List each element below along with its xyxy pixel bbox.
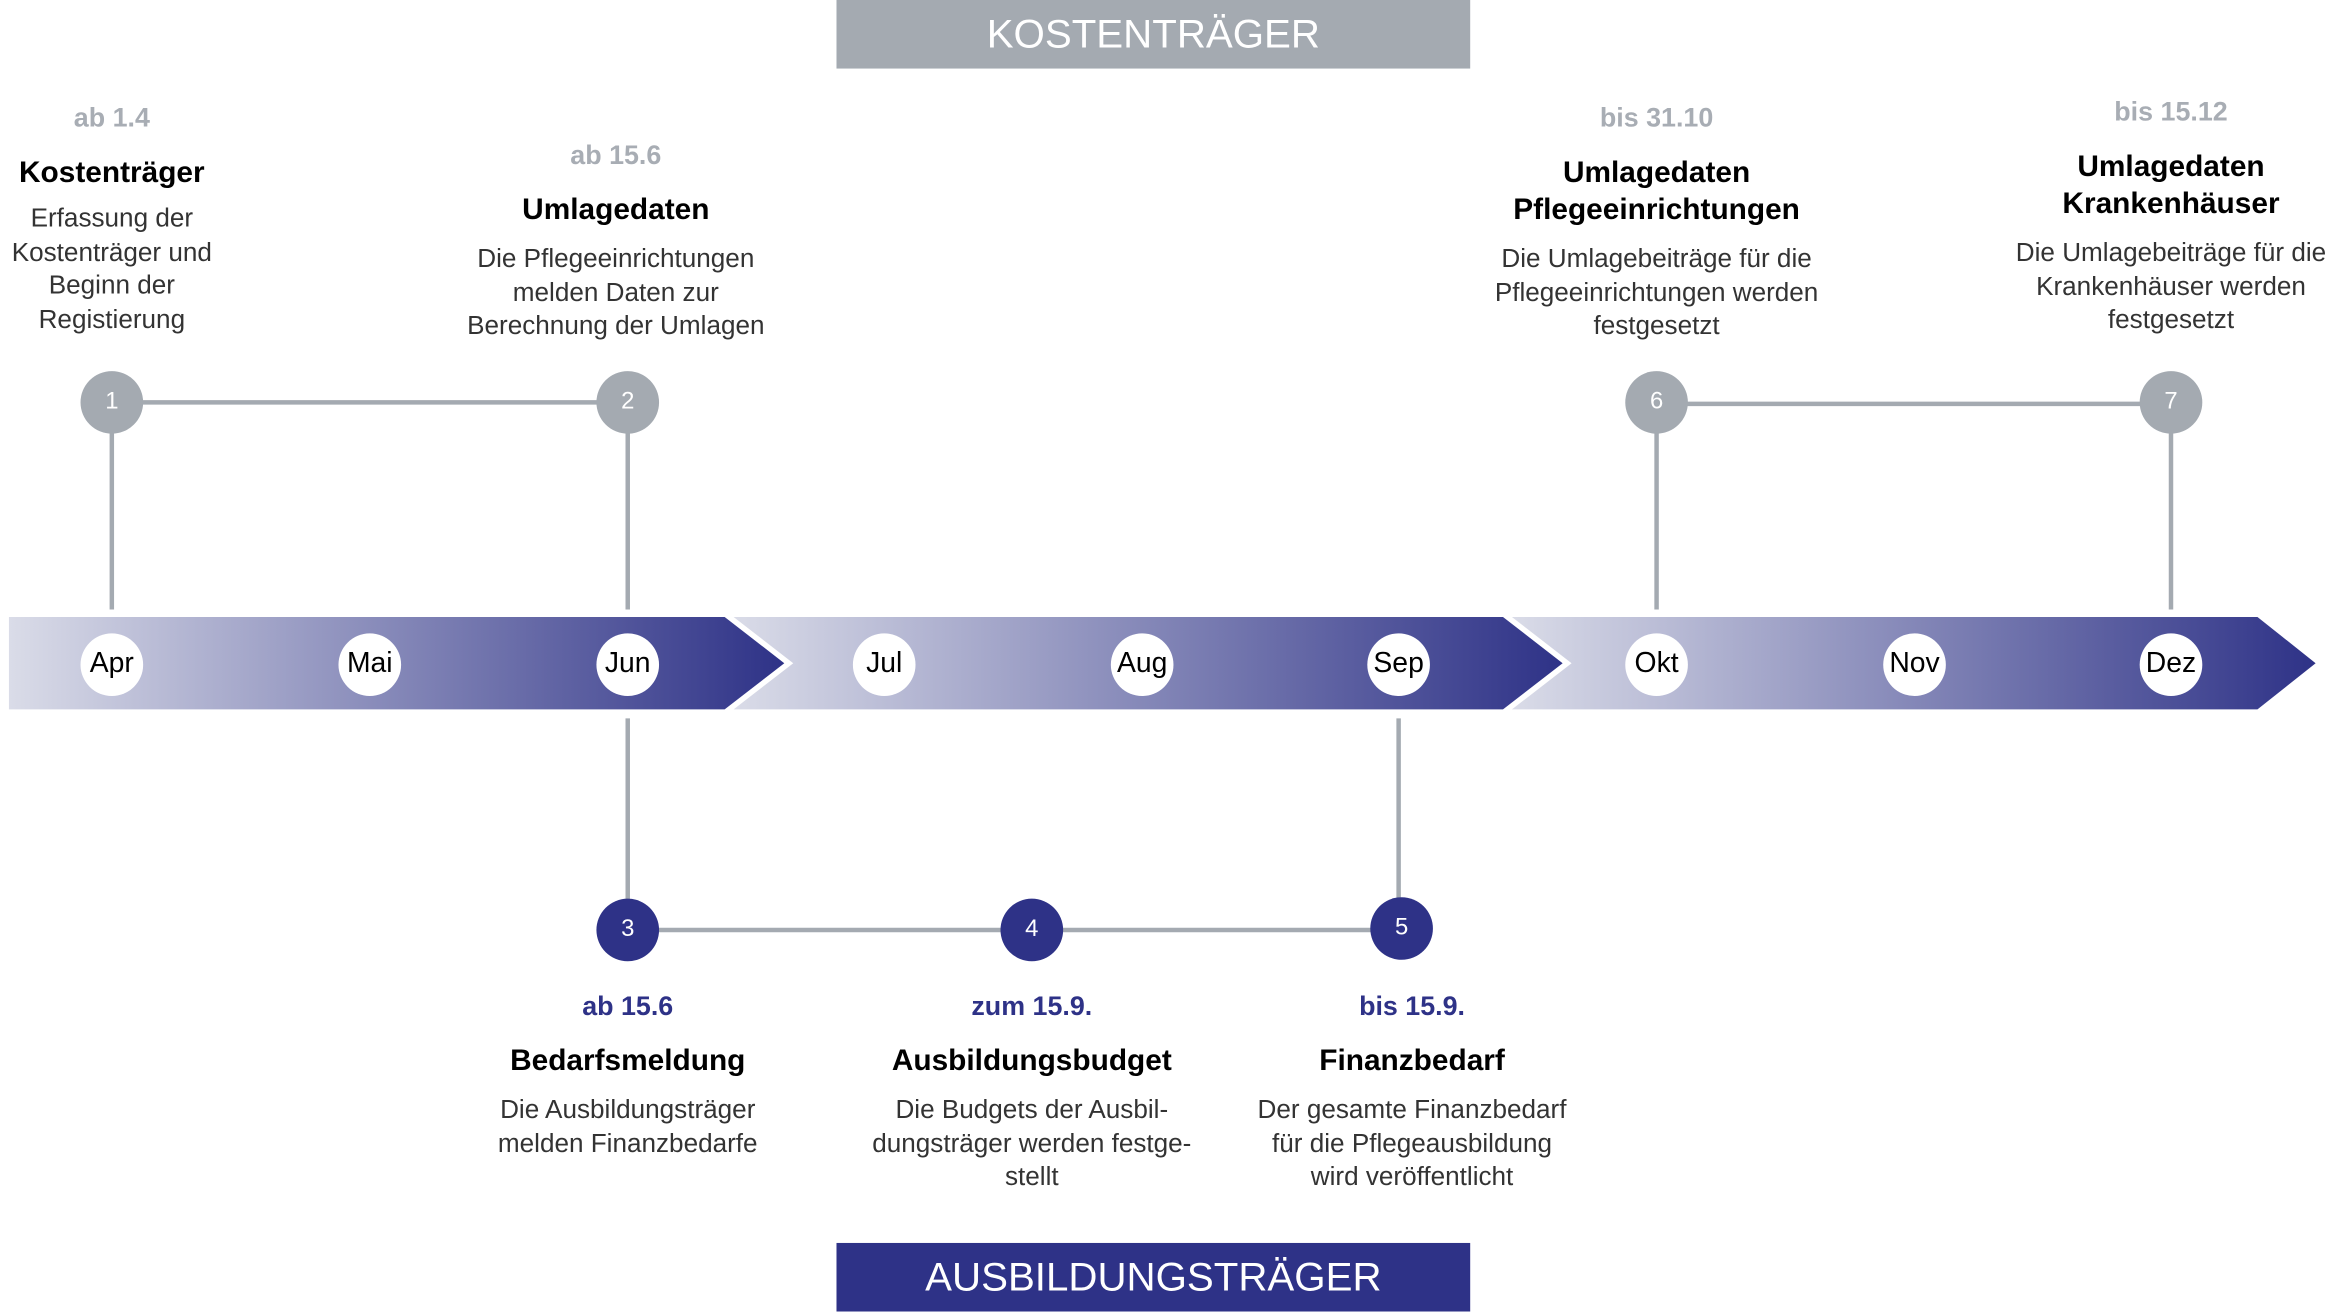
node-6: 6	[1625, 371, 1688, 434]
event-2-desc-line: Berechnung der Umlagen	[467, 309, 765, 340]
event-6-date: bis 31.10	[1599, 102, 1714, 133]
month-mai: Mai	[338, 633, 402, 696]
node-4: 4	[1000, 898, 1064, 962]
event-7: bis 15.12 Umlagedaten Krankenhäuser Die …	[1985, 97, 2338, 336]
month-dez: Dez	[2139, 633, 2203, 696]
kostentraeger-banner: KOSTENTRÄGER	[836, 0, 1471, 69]
node-2: 2	[596, 371, 660, 434]
month-apr: Apr	[80, 633, 144, 696]
month-okt: Okt	[1625, 633, 1688, 696]
ausbildungstraeger-banner: AUSBILDUNGSTRÄGER	[836, 1242, 1471, 1312]
event-6-desc-line: festgesetzt	[1593, 309, 1720, 340]
event-7-title-line: Krankenhäuser	[2062, 187, 2280, 221]
event-2-desc-line: Die Pflegeeinrichtungen	[477, 242, 755, 273]
event-2-desc-line: melden Daten zur	[512, 276, 719, 307]
node-1: 1	[80, 371, 144, 434]
event-4-desc-line: Die Budgets der Ausbil-	[895, 1093, 1169, 1124]
node-3: 3	[596, 898, 660, 962]
event-2: ab 15.6 Umlagedaten Die Pflegeeinrichtun…	[429, 140, 802, 342]
event-4-title: Ausbildungsbudget	[891, 1044, 1172, 1078]
event-5-desc-line: Der gesamte Finanzbedarf	[1257, 1093, 1567, 1124]
event-1-desc-line: Beginn der	[48, 269, 175, 300]
event-5: bis 15.9. Finanzbedarf Der gesamte Finan…	[1203, 991, 1620, 1193]
event-7-desc-line: Krankenhäuser werden	[2036, 270, 2306, 301]
event-5-desc-line: wird veröffentlicht	[1310, 1160, 1514, 1191]
event-6-title-line: Pflegeeinrichtungen	[1513, 193, 1800, 227]
event-6-title-line: Umlagedaten	[1562, 156, 1751, 190]
event-3-title: Bedarfsmeldung	[510, 1044, 746, 1078]
event-6-desc-line: Die Umlagebeiträge für die	[1501, 242, 1812, 273]
event-5-date: bis 15.9.	[1359, 991, 1465, 1021]
event-7-date: bis 15.12	[2114, 96, 2228, 127]
event-1-date: ab 1.4	[73, 102, 150, 133]
event-2-title: Umlagedaten	[522, 193, 710, 227]
event-5-desc-line: für die Pflegeausbildung	[1272, 1127, 1553, 1158]
event-3-desc-line: melden Finanzbedarfe	[497, 1127, 758, 1158]
event-4-date: zum 15.9.	[971, 991, 1093, 1021]
event-4-desc-line: dungsträger werden festge-	[872, 1127, 1192, 1158]
event-1-title: Kostenträger	[19, 156, 205, 190]
event-3-desc-line: Die Ausbildungsträger	[500, 1093, 756, 1124]
month-sep: Sep	[1367, 633, 1430, 696]
event-1: ab 1.4 Kostenträger Erfassung der Kosten…	[0, 103, 298, 335]
node-5: 5	[1370, 897, 1433, 960]
month-nov: Nov	[1883, 633, 1946, 696]
event-1-desc-line: Kostenträger und	[11, 236, 212, 267]
event-3-date: ab 15.6	[582, 991, 674, 1021]
event-5-title: Finanzbedarf	[1319, 1044, 1505, 1078]
event-4-desc-line: stellt	[1004, 1160, 1059, 1191]
event-7-desc-line: Die Umlagebeiträge für die	[2015, 236, 2327, 267]
node-7: 7	[2139, 371, 2203, 434]
event-4: zum 15.9. Ausbildungsbudget Die Budgets …	[808, 991, 1255, 1193]
month-jul: Jul	[852, 633, 916, 696]
event-3: ab 15.6 Bedarfsmeldung Die Ausbildungstr…	[441, 991, 814, 1159]
event-7-title-line: Umlagedaten	[2077, 150, 2265, 184]
event-7-desc-line: festgesetzt	[2107, 304, 2235, 334]
month-jun: Jun	[596, 633, 660, 696]
event-1-desc-line: Registierung	[38, 303, 186, 334]
event-2-date: ab 15.6	[570, 140, 662, 170]
event-1-desc-line: Erfassung der	[30, 202, 194, 233]
event-6: bis 31.10 Umlagedaten Pflegeeinrichtunge…	[1470, 103, 1843, 342]
event-6-desc-line: Pflegeeinrichtungen werden	[1494, 276, 1819, 307]
month-aug: Aug	[1110, 633, 1174, 696]
